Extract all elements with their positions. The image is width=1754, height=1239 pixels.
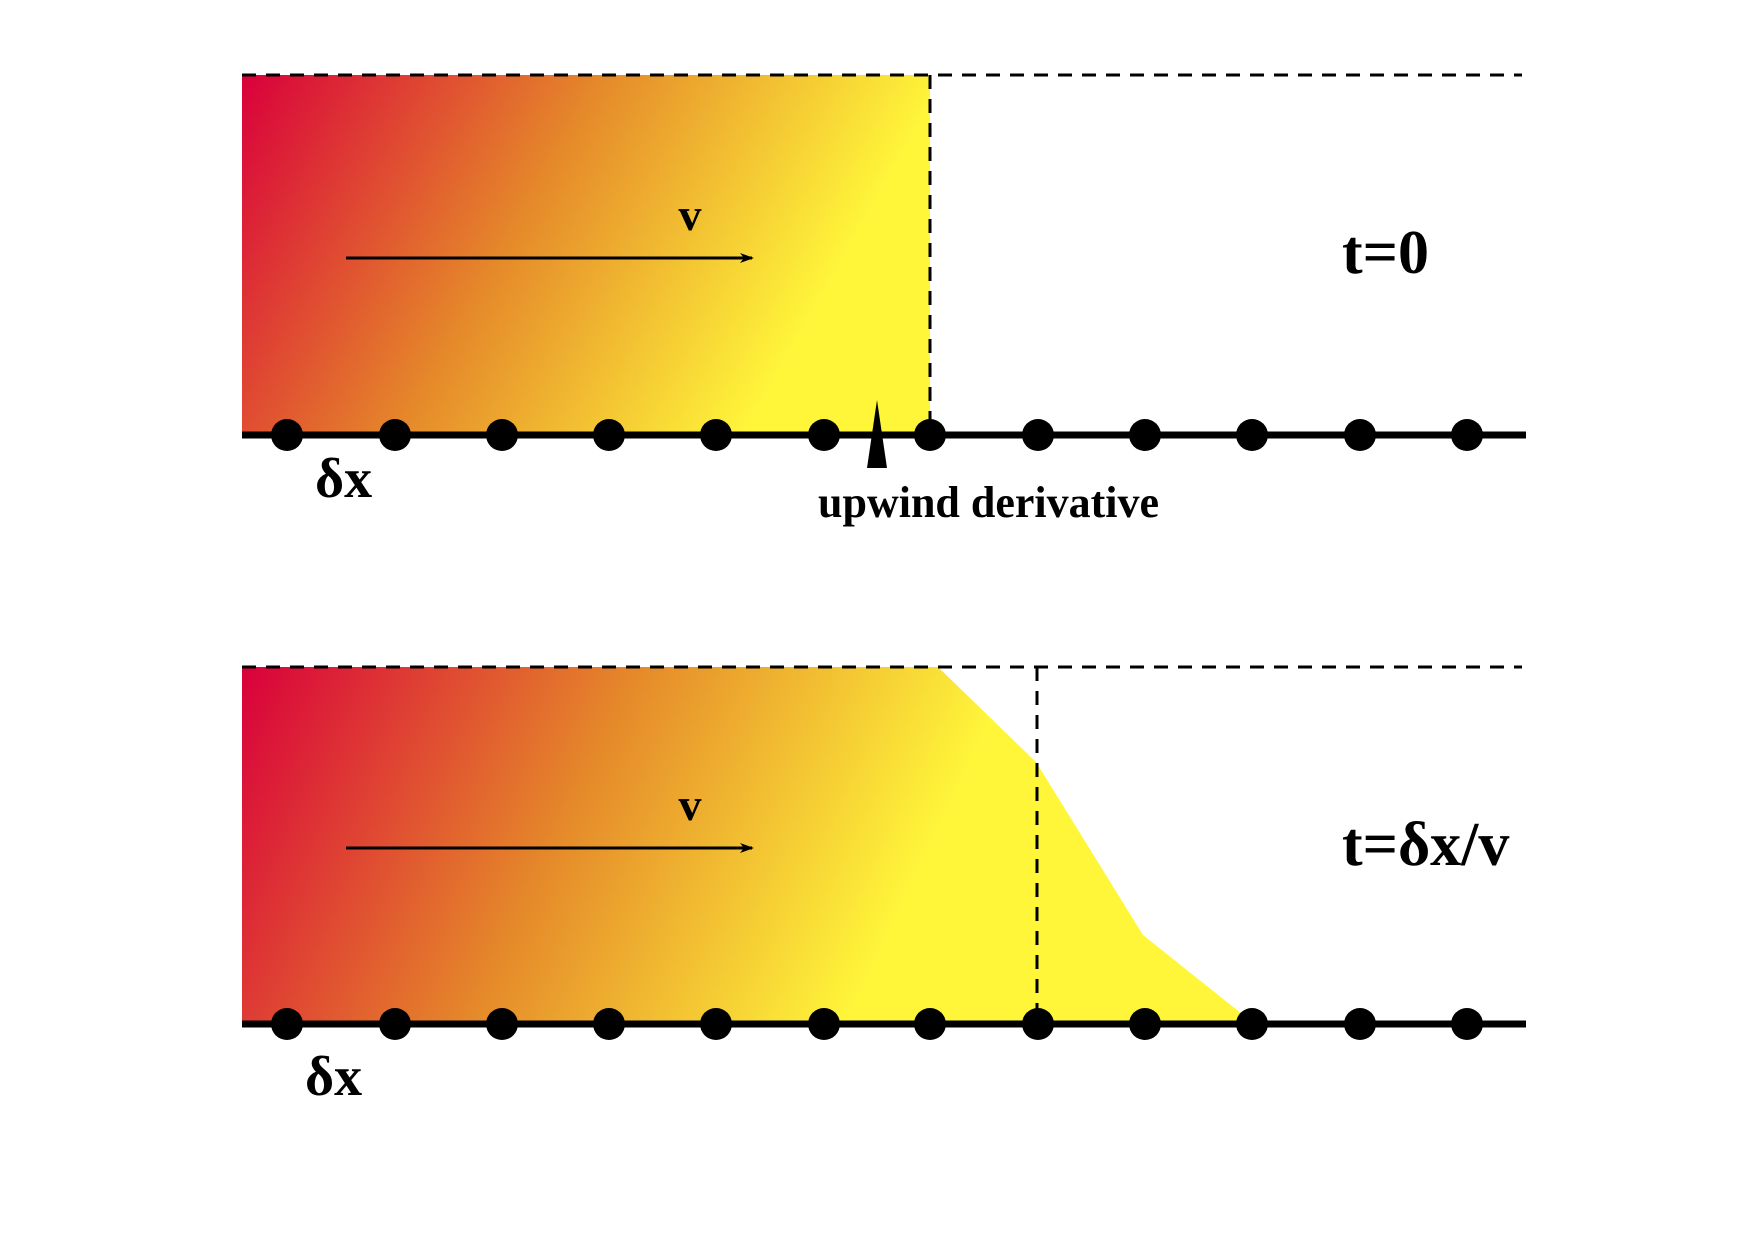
grid-point bbox=[1236, 419, 1268, 451]
grid-point bbox=[1022, 419, 1054, 451]
grid-point bbox=[1344, 1008, 1376, 1040]
grid-point bbox=[700, 419, 732, 451]
grid-point bbox=[593, 1008, 625, 1040]
grid-point bbox=[1451, 419, 1483, 451]
grid-point bbox=[1022, 1008, 1054, 1040]
grid-point bbox=[808, 419, 840, 451]
diffused-profile-fill bbox=[242, 667, 1252, 1024]
upwind-pointer-icon bbox=[867, 400, 887, 468]
time-label: t=δx/v bbox=[1342, 811, 1509, 879]
grid-point bbox=[379, 419, 411, 451]
grid-point bbox=[808, 1008, 840, 1040]
grid-spacing-label: δx bbox=[315, 448, 372, 510]
panel-t0: v upwind derivative δx t=0 bbox=[242, 73, 1526, 527]
time-label: t=0 bbox=[1342, 219, 1429, 287]
grid-point bbox=[486, 419, 518, 451]
grid-point bbox=[1129, 1008, 1161, 1040]
grid-point bbox=[486, 1008, 518, 1040]
grid-point bbox=[1129, 419, 1161, 451]
grid-point bbox=[914, 1008, 946, 1040]
velocity-label: v bbox=[679, 189, 702, 240]
grid-point bbox=[271, 1008, 303, 1040]
grid-point bbox=[914, 419, 946, 451]
grid-points bbox=[271, 419, 1483, 451]
velocity-label: v bbox=[679, 779, 702, 830]
grid-point bbox=[700, 1008, 732, 1040]
grid-point bbox=[1236, 1008, 1268, 1040]
grid-point bbox=[1451, 1008, 1483, 1040]
upwind-derivative-label: upwind derivative bbox=[818, 478, 1159, 527]
grid-point bbox=[271, 419, 303, 451]
grid-spacing-label: δx bbox=[305, 1046, 362, 1108]
grid-points bbox=[271, 1008, 1483, 1040]
grid-point bbox=[593, 419, 625, 451]
panel-t1: v δx t=δx/v bbox=[242, 665, 1526, 1108]
grid-point bbox=[379, 1008, 411, 1040]
step-profile-fill bbox=[242, 75, 930, 435]
grid-point bbox=[1344, 419, 1376, 451]
